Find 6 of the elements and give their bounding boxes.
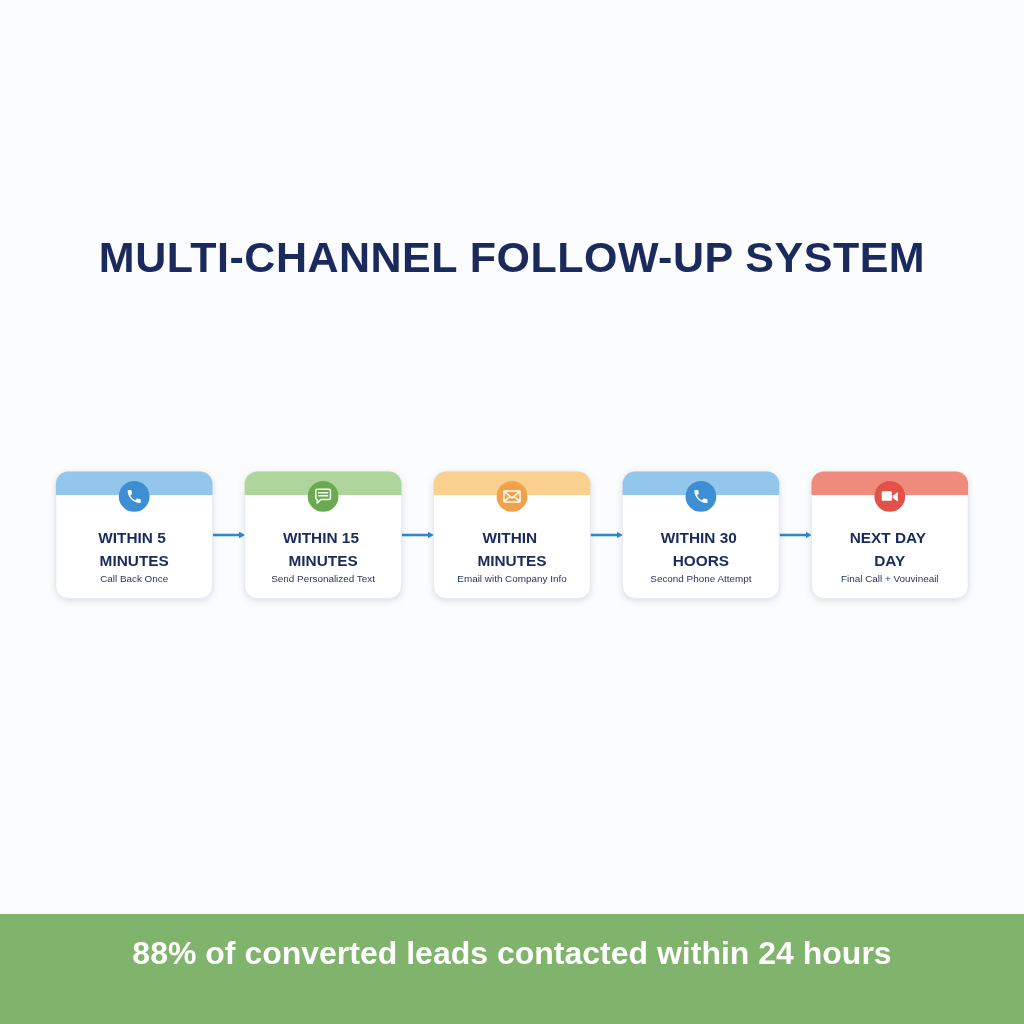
arrow	[401, 531, 434, 539]
title: MULTI-CHANNEL FOLLOW-UP SYSTEM	[98, 232, 926, 283]
caption: 88% of converted leads contacted within 24 hours	[132, 934, 892, 973]
arrow	[212, 531, 246, 539]
arrow	[590, 531, 623, 539]
arrow	[779, 531, 812, 539]
